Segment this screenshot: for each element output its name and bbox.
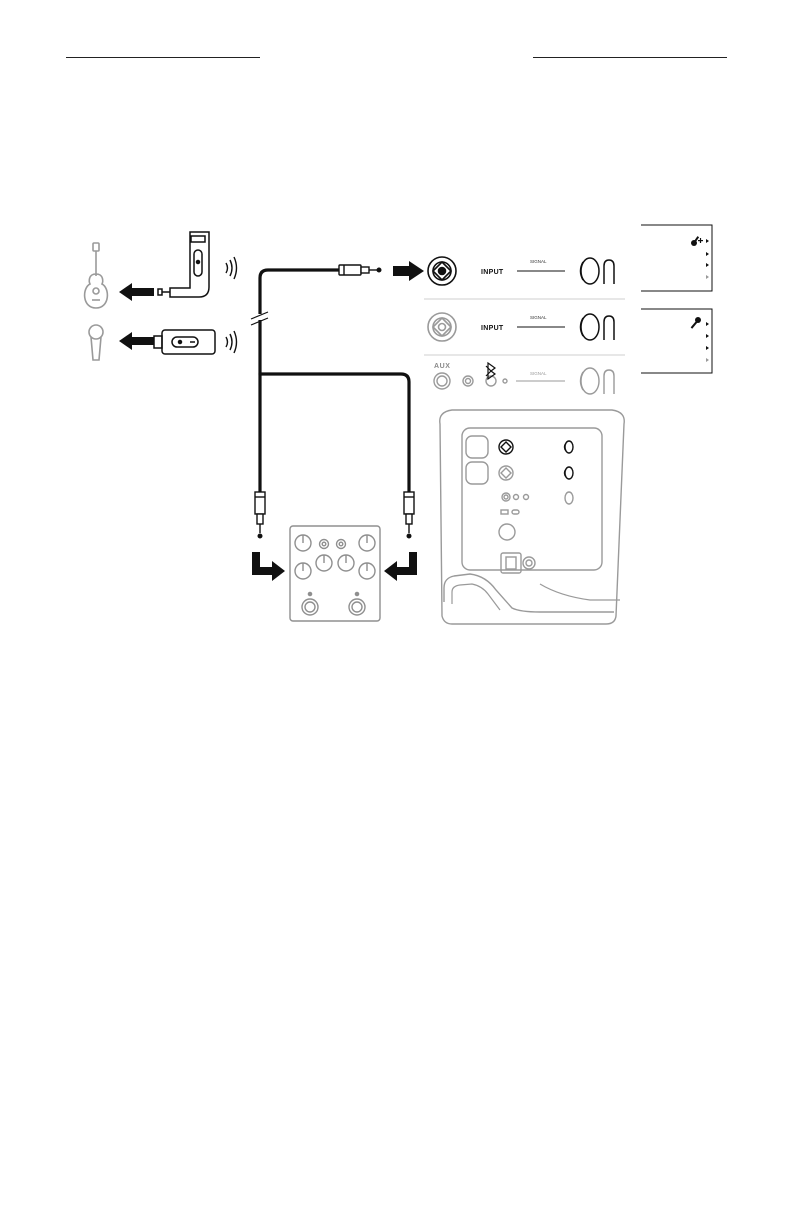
speaker-back-panel-icon [440, 410, 625, 624]
guitar-icon [85, 243, 108, 308]
channel-1-knob [581, 258, 615, 284]
wireless-guitar-transmitter-icon [158, 232, 209, 297]
combo-input-jack-2 [428, 313, 456, 341]
channel-2-knob [581, 314, 615, 340]
channel-display-2 [641, 309, 712, 373]
channel-2-input-label: INPUT [481, 325, 504, 332]
arrow-to-microphone [119, 332, 154, 350]
channel-3-signal-label: SIGNAL [530, 371, 547, 376]
wireless-waves-1 [226, 257, 237, 279]
plug-left [255, 492, 265, 538]
channel-1-strip: INPUT SIGNAL [428, 257, 614, 285]
channel-2-signal-label: SIGNAL [530, 315, 547, 320]
wireless-waves-2 [226, 331, 237, 353]
arrow-to-pedal-left [252, 552, 285, 581]
microphone-preset-icon [691, 317, 701, 329]
channel-1-signal-label: SIGNAL [530, 259, 547, 264]
arrow-to-guitar [119, 283, 154, 301]
plug-right [404, 492, 414, 538]
wireless-mic-transmitter-icon [154, 330, 215, 354]
channel-3-strip: AUX SIGNAL [434, 363, 614, 394]
effects-pedal-icon [290, 526, 380, 621]
guitar-preset-icon [691, 236, 703, 246]
plug-top [339, 265, 381, 275]
channel-2-strip: INPUT SIGNAL [428, 313, 614, 341]
cable-main [260, 270, 409, 492]
aux-label: AUX [434, 363, 451, 370]
microphone-icon [89, 325, 103, 360]
channel-display-1 [641, 225, 712, 291]
combo-input-jack-1 [428, 257, 456, 285]
arrow-to-input [393, 261, 424, 281]
arrow-to-pedal-right [384, 552, 417, 581]
channel-1-input-label: INPUT [481, 269, 504, 276]
